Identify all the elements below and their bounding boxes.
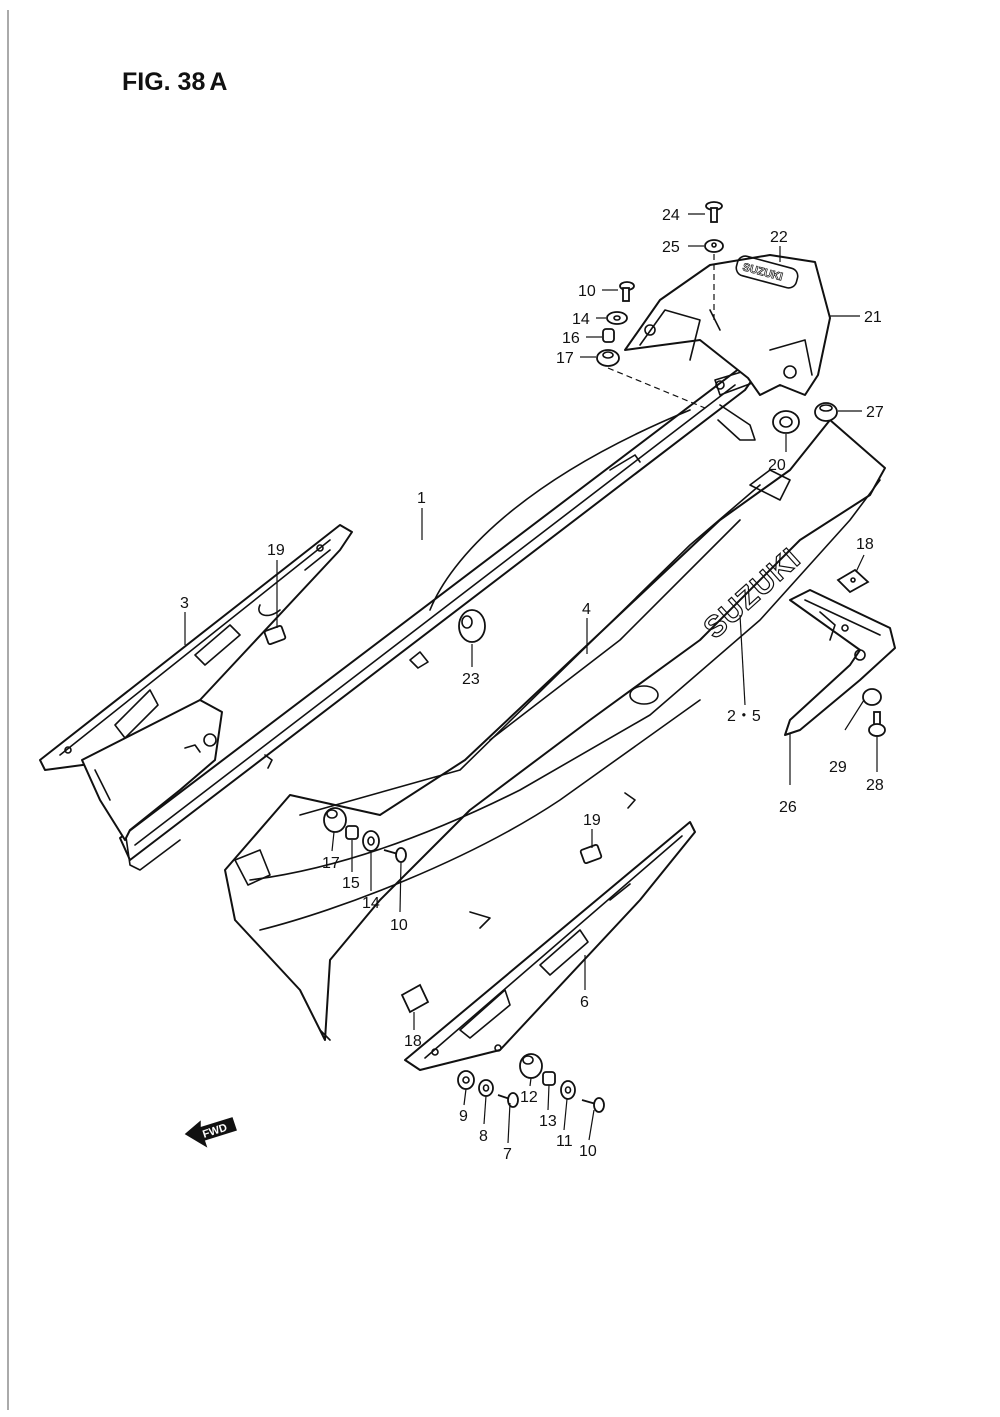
callout-10-mid: 10 <box>390 917 408 934</box>
hardware-20-cushion <box>772 410 800 434</box>
hardware-28-bolt <box>868 711 886 737</box>
hardware-10-screw-lower <box>581 1097 605 1113</box>
callout-labels: 24 25 22 10 14 16 17 21 27 20 1 19 3 4 1… <box>180 207 884 1163</box>
callout-20: 20 <box>768 457 786 474</box>
hardware-14-washer-lower <box>362 830 380 852</box>
callout-6: 6 <box>580 994 589 1011</box>
hardware-15-collar <box>345 825 359 840</box>
hardware-17-grommet-upper <box>596 349 620 367</box>
part-26-rear-bracket <box>784 589 896 736</box>
hardware-24-screw <box>705 201 723 223</box>
leader-lines <box>184 213 878 1144</box>
hardware-23-cushion <box>458 609 486 643</box>
hardware-12-grommet <box>519 1053 543 1079</box>
callout-24: 24 <box>662 207 680 224</box>
callout-15: 15 <box>342 875 360 892</box>
callout-17-lower: 17 <box>322 855 340 872</box>
fwd-label: FWD <box>201 1122 229 1141</box>
hardware-17-grommet-lower <box>323 807 347 833</box>
hardware-10-screw-mid <box>383 847 407 863</box>
callout-22: 22 <box>770 229 788 246</box>
figure-title-suffix: A <box>209 68 227 96</box>
hardware-27-grommet <box>814 402 838 422</box>
hardware-29-nut <box>862 688 882 706</box>
part-3-left-side-panel <box>39 524 353 771</box>
hardware-8-washer <box>478 1079 494 1097</box>
callout-21: 21 <box>864 309 882 326</box>
callout-19-right: 19 <box>583 812 601 829</box>
callout-14-lower: 14 <box>362 895 380 912</box>
callout-10-upper: 10 <box>578 283 596 300</box>
callout-19-left: 19 <box>267 542 285 559</box>
hardware-10-screw-upper <box>619 281 635 302</box>
fwd-arrow-icon <box>184 1117 237 1148</box>
callout-2-5: 2・5 <box>727 708 761 725</box>
callout-4: 4 <box>582 601 591 618</box>
hardware-25-nut <box>704 239 724 253</box>
part-4-main-side-cover: SUZUKI <box>224 419 886 1041</box>
left-lower-bracket <box>81 699 223 841</box>
callout-25: 25 <box>662 239 680 256</box>
callout-13: 13 <box>539 1113 557 1130</box>
part-6-lower-side-panel <box>404 821 696 1071</box>
callout-1: 1 <box>417 490 426 507</box>
callout-18-lower: 18 <box>404 1033 422 1050</box>
hardware-11-washer <box>560 1080 576 1100</box>
callout-12: 12 <box>520 1089 538 1106</box>
hardware-16-collar <box>602 328 615 343</box>
part-21-rear-cowl: SUZUKI <box>624 254 831 396</box>
hardware-18-clip-upper <box>836 568 870 594</box>
callout-17-upper: 17 <box>556 350 574 367</box>
callout-27: 27 <box>866 404 884 421</box>
callout-9: 9 <box>459 1108 468 1125</box>
callout-28: 28 <box>866 777 884 794</box>
hardware-14-washer-upper <box>606 311 628 325</box>
callout-7: 7 <box>503 1146 512 1163</box>
callout-11: 11 <box>556 1133 573 1150</box>
callout-18-upper: 18 <box>856 536 874 553</box>
hardware-19-spacer-right <box>579 844 603 864</box>
hardware-19-spacer-left <box>263 625 287 645</box>
hardware-9-washer <box>457 1070 475 1090</box>
callout-10-lower: 10 <box>579 1143 597 1160</box>
part-1-upper-rail <box>119 367 756 871</box>
callout-8: 8 <box>479 1128 488 1145</box>
hardware-13-collar <box>542 1071 556 1086</box>
callout-29: 29 <box>829 759 847 776</box>
callout-3: 3 <box>180 595 189 612</box>
figure-title-text: FIG. 38 <box>122 68 205 96</box>
hardware-7-screw <box>497 1092 519 1108</box>
callout-26: 26 <box>779 799 797 816</box>
callout-14-upper: 14 <box>572 311 590 328</box>
hardware-18-clip-lower <box>400 983 430 1014</box>
callout-16: 16 <box>562 330 580 347</box>
forward-direction-arrow: FWD <box>184 1117 237 1148</box>
callout-23: 23 <box>462 671 480 688</box>
